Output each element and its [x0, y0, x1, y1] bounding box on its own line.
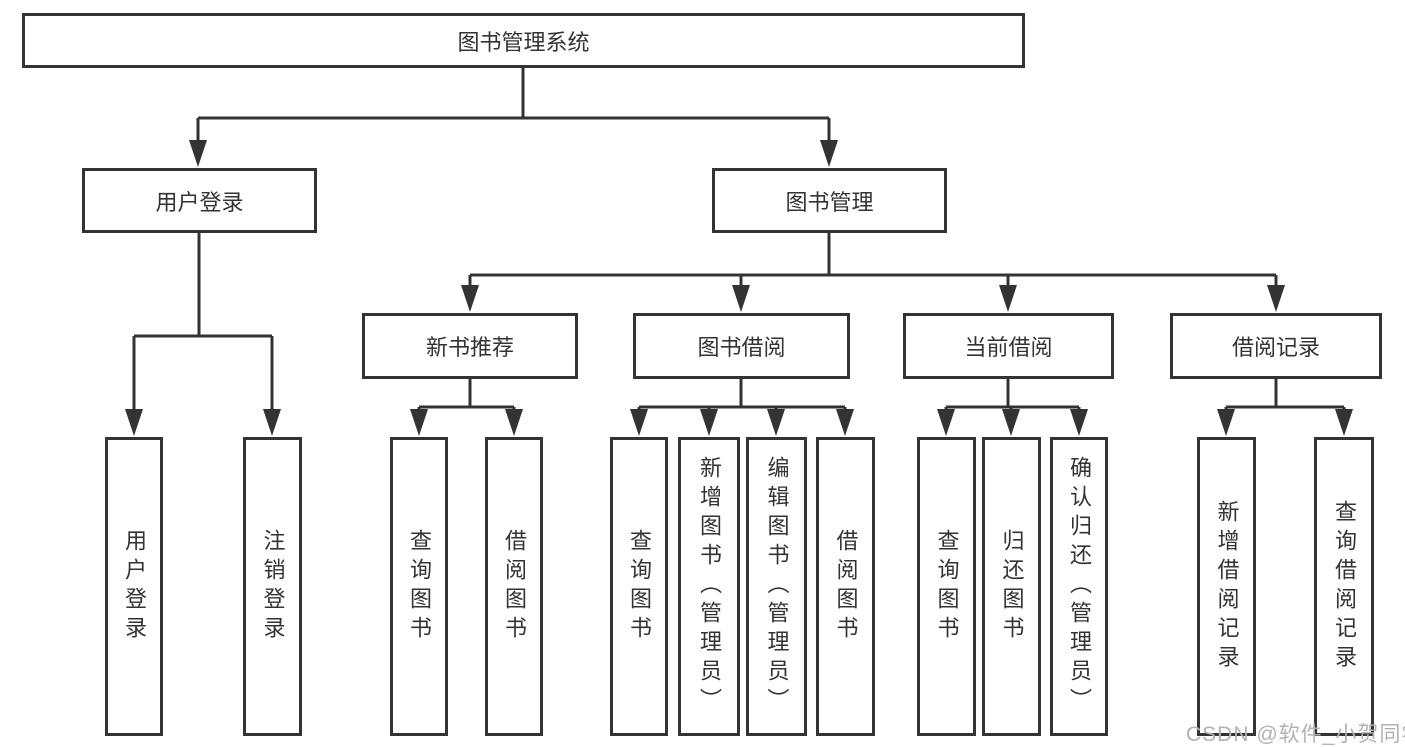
leaf-record-add-record-label: 新增借阅记录 [1214, 499, 1240, 674]
leaf-current-query-book-label: 查询图书 [934, 528, 960, 645]
leaf-current-return-book: 归还图书 [982, 437, 1041, 736]
node-user-login: 用户登录 [82, 168, 317, 233]
leaf-record-query-record-label: 查询借阅记录 [1332, 499, 1357, 674]
node-book-borrow-label: 图书借阅 [697, 335, 786, 360]
leaf-record-query-record: 查询借阅记录 [1314, 437, 1374, 736]
node-borrow-record: 借阅记录 [1170, 313, 1382, 379]
leaf-recommend-query-book: 查询图书 [390, 437, 448, 736]
leaf-borrow-borrow-book: 借阅图书 [816, 437, 875, 736]
node-root: 图书管理系统 [22, 13, 1025, 68]
leaf-borrow-query-book: 查询图书 [610, 437, 668, 736]
node-book-management: 图书管理 [712, 168, 947, 233]
leaf-logout-login-label: 注销登录 [260, 528, 286, 645]
leaf-current-query-book: 查询图书 [917, 437, 976, 736]
leaf-borrow-add-book-label: 新增图书（管理员） [697, 456, 722, 717]
leaf-current-return-book-label: 归还图书 [999, 528, 1025, 645]
leaf-borrow-edit-book: 编辑图书（管理员） [746, 437, 807, 736]
leaf-recommend-borrow-book-label: 借阅图书 [502, 528, 527, 645]
node-user-login-label: 用户登录 [155, 189, 244, 215]
node-book-borrow: 图书借阅 [633, 313, 850, 379]
leaf-current-confirm-return-label: 确认归还（管理员） [1067, 456, 1092, 717]
leaf-recommend-borrow-book: 借阅图书 [485, 437, 543, 736]
leaf-borrow-add-book: 新增图书（管理员） [678, 437, 740, 736]
node-new-book-recommend: 新书推荐 [362, 313, 578, 379]
node-current-borrow-label: 当前借阅 [964, 335, 1053, 360]
leaf-user-login: 用户登录 [105, 437, 163, 736]
leaf-current-confirm-return: 确认归还（管理员） [1050, 437, 1108, 736]
node-current-borrow: 当前借阅 [903, 313, 1114, 379]
node-root-label: 图书管理系统 [457, 29, 590, 55]
arrowheads [125, 140, 1353, 436]
leaf-logout-login: 注销登录 [243, 437, 302, 736]
leaf-user-login-label: 用户登录 [122, 528, 147, 645]
node-borrow-record-label: 借阅记录 [1231, 335, 1320, 360]
leaf-recommend-query-book-label: 查询图书 [407, 528, 432, 645]
leaf-borrow-borrow-book-label: 借阅图书 [833, 528, 859, 645]
leaf-borrow-query-book-label: 查询图书 [627, 528, 652, 645]
node-new-book-recommend-label: 新书推荐 [425, 335, 514, 360]
node-book-management-label: 图书管理 [785, 189, 874, 215]
leaf-borrow-edit-book-label: 编辑图书（管理员） [764, 456, 790, 717]
leaf-record-add-record: 新增借阅记录 [1197, 437, 1256, 736]
csdn-watermark: CSDN @软件_小贺同学 [1186, 723, 1405, 746]
